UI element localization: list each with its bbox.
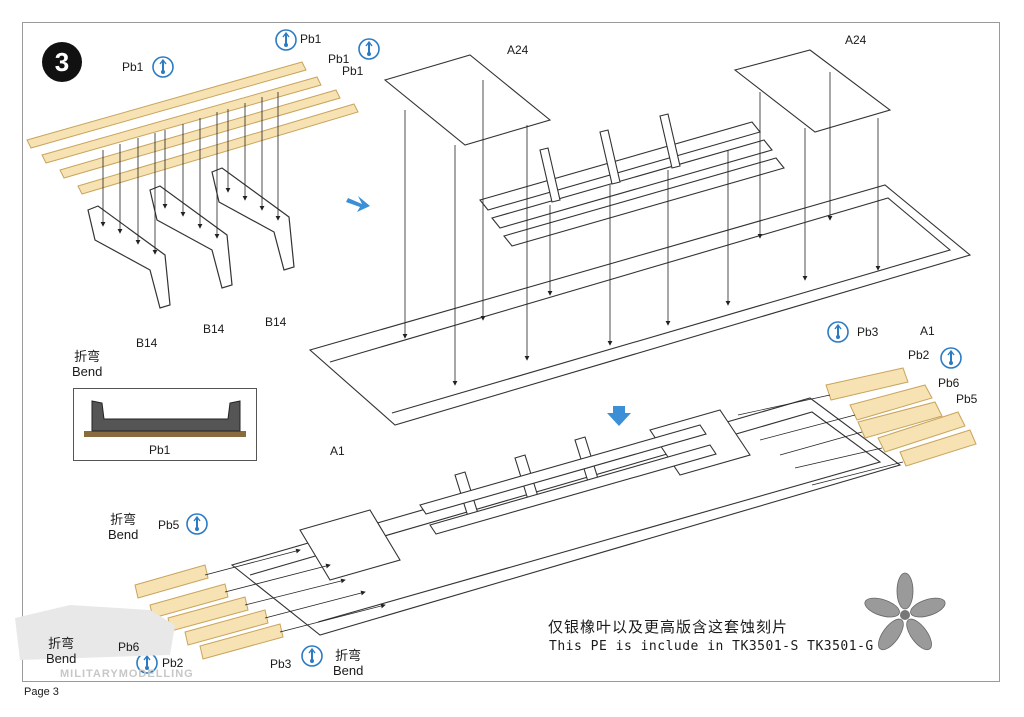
- label-b14: B14: [265, 315, 287, 329]
- upper-chassis: [308, 49, 972, 426]
- label-pb3: Pb3: [857, 325, 879, 339]
- bend-tool-icon: [301, 645, 323, 667]
- left-pe-parts: [134, 564, 284, 660]
- bend-note-en: Bend: [108, 527, 139, 542]
- bend-note: 折弯 Bend: [108, 512, 138, 542]
- label-pb1: Pb1: [300, 32, 322, 46]
- page-number: Page 3: [24, 686, 59, 698]
- bend-note-en: Bend: [72, 364, 103, 379]
- blue-arrow-down: [607, 406, 631, 426]
- bend-note: 折弯 Bend: [333, 648, 363, 678]
- label-pb1: Pb1: [122, 60, 144, 74]
- oak-leaf-icon: [864, 572, 946, 651]
- bend-note: 折弯 Bend: [72, 349, 102, 379]
- label-pb1: Pb1: [328, 52, 350, 66]
- bend-note-zh: 折弯: [74, 349, 101, 364]
- label-pb5: Pb5: [158, 518, 180, 532]
- bend-note-zh: 折弯: [48, 636, 75, 651]
- pb1-strips: [26, 61, 359, 195]
- pe-availability-note-zh: 仅银橡叶以及更高版含这套蚀刻片: [548, 618, 789, 636]
- blue-arrow-right: [346, 196, 370, 212]
- label-pb5: Pb5: [956, 392, 978, 406]
- lower-chassis: [230, 397, 902, 636]
- label-pb1: Pb1: [342, 64, 364, 78]
- label-a24: A24: [507, 43, 529, 57]
- right-pe-parts: [825, 367, 977, 467]
- label-a1: A1: [920, 324, 935, 338]
- bend-detail-inset: Pb1: [73, 388, 257, 461]
- label-pb6: Pb6: [118, 640, 140, 654]
- label-pb2: Pb2: [162, 656, 184, 670]
- label-pb2: Pb2: [908, 348, 930, 362]
- bend-tool-icon: [275, 29, 297, 51]
- pe-availability-note-en: This PE is include in TK3501-S TK3501-G: [549, 639, 874, 654]
- left-pe-guide-lines: [204, 548, 386, 633]
- label-b14: B14: [136, 336, 158, 350]
- right-pe-guide-lines: [737, 394, 904, 486]
- label-pb3: Pb3: [270, 657, 292, 671]
- label-b14: B14: [203, 322, 225, 336]
- watermark-tank-silhouette: [15, 605, 175, 660]
- bend-note-en: Bend: [46, 651, 77, 666]
- bend-tool-icon: [827, 321, 849, 343]
- label-pb6: Pb6: [938, 376, 960, 390]
- label-a24: A24: [845, 33, 867, 47]
- inset-label: Pb1: [149, 443, 171, 457]
- bend-tool-icon: [940, 347, 962, 369]
- watermark-text: MILITARYMODELLING: [60, 668, 194, 680]
- page-frame: [22, 22, 1000, 682]
- label-a1: A1: [330, 444, 345, 458]
- bend-tool-icon: [152, 56, 174, 78]
- pb1-guide-lines: [100, 92, 281, 255]
- bend-note-zh: 折弯: [335, 648, 362, 663]
- step-number-badge: 3: [42, 42, 82, 82]
- bend-detail-drawing: [84, 400, 246, 437]
- bend-tool-icon: [186, 513, 208, 535]
- a24-guide-lines: [402, 72, 881, 386]
- bend-note: 折弯 Bend: [46, 636, 76, 666]
- b14-parts: [87, 167, 295, 309]
- bend-note-en: Bend: [333, 663, 364, 678]
- bend-note-zh: 折弯: [110, 512, 137, 527]
- bend-tool-icon: [358, 38, 380, 60]
